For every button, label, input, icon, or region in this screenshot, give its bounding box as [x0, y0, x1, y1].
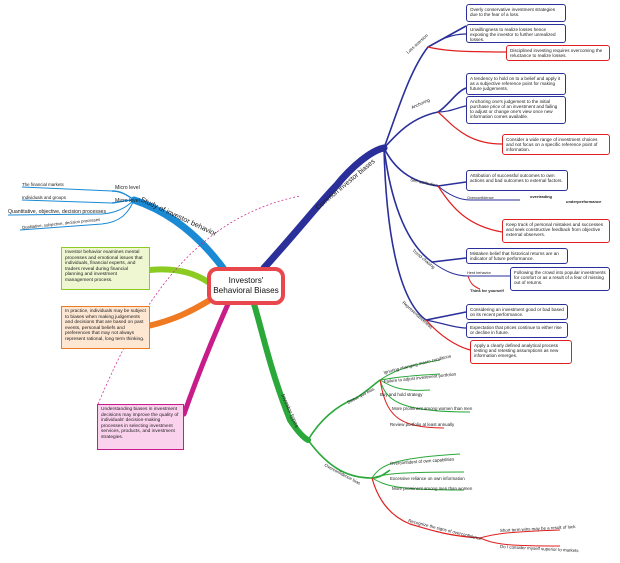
line-anchoring-red	[437, 111, 503, 145]
label-recognize-1: Short term wins may be a result of luck	[500, 524, 577, 533]
line-trend-chasing	[383, 147, 467, 263]
line-ob-item-1	[371, 453, 461, 479]
label-micro-level: Micro level	[115, 185, 140, 191]
line-recognize-2	[479, 537, 561, 547]
label-overconfidence: Overconfidence	[467, 196, 494, 200]
line-loss-aversion-2	[427, 33, 467, 48]
branch-note-practice	[145, 297, 213, 329]
line-self-attribution-red	[437, 185, 503, 233]
label-ob-item-1: Overconfident of own capabilities	[390, 456, 455, 466]
branch-common-investor-biases	[260, 144, 388, 272]
line-sq-item-4	[379, 379, 471, 413]
line-financial-markets	[21, 186, 113, 192]
label-recognize-2: Do I consider myself superior to markets	[500, 544, 580, 553]
branch-study-of-investor-behavior	[130, 196, 230, 276]
label-self-attribution: Self attribution	[410, 177, 439, 188]
label-sq-item-4: More prominent among women than men	[392, 406, 473, 411]
box-representativeness-2: Expectation that prices continue to eith…	[466, 322, 568, 338]
line-representativeness-2	[425, 319, 467, 329]
line-anchoring-2	[437, 105, 467, 113]
line-think-for-yourself	[467, 275, 481, 290]
line-self-attribution	[383, 147, 467, 187]
line-ob-item-3	[371, 477, 465, 491]
label-sq-item-3: Buy and hold strategy	[380, 392, 423, 397]
label-herd-behavior: Herd behavior	[467, 271, 492, 275]
note-investor-behavior: Investor behavior examines mental proces…	[61, 247, 150, 290]
line-anchoring	[383, 87, 467, 149]
line-herd-behavior	[431, 261, 510, 277]
label-representativeness: Representativeness	[401, 300, 434, 330]
label-sq-red: Review portfolio at least annually	[390, 422, 455, 427]
line-sq-item-3	[379, 379, 431, 391]
box-trend-chasing-2: Following the crowd into popular investm…	[510, 267, 610, 291]
line-micro-level	[111, 190, 135, 201]
line-quantitative	[7, 199, 135, 216]
label-qualitative: Qualitative, subjective, decision proces…	[22, 217, 101, 230]
note-in-practice: In practice, individuals may be subject …	[61, 306, 150, 349]
label-quantitative: Quantitative, objective, decision proces…	[8, 209, 106, 215]
box-self-attribution-red: Keep track of personal mistakes and succ…	[502, 219, 610, 243]
central-topic: Investors' Behavioral Biases	[207, 267, 285, 305]
line-loss-aversion	[383, 25, 467, 149]
line-micro-level-2	[111, 199, 135, 204]
branch-investor-types	[251, 301, 311, 443]
label-overconfidence-bias: Overconfidence bias	[324, 462, 362, 486]
line-ob-item-2	[371, 471, 465, 479]
label-trend-chasing: Trend-chasing	[411, 248, 436, 270]
label-think-for-yourself: Think for yourself	[470, 288, 504, 293]
box-anchoring-1: A tendency to hold on to a belief and ap…	[466, 73, 566, 95]
label-ob-item-3: More prominent among men than women	[392, 486, 473, 491]
branch-note-behavior	[147, 266, 211, 285]
label-micro-level-2: Micro level	[115, 198, 140, 204]
box-loss-aversion-1: Overly conservative investment strategie…	[466, 4, 566, 22]
line-recognize-1	[479, 529, 561, 539]
box-anchoring-2: Anchoring one's judgement to the initial…	[466, 96, 566, 124]
line-sq-item-2	[379, 373, 441, 381]
label-recognize: Recognize the signs of overconfidence	[408, 518, 483, 541]
dashed-relationship	[97, 195, 301, 405]
line-sq-red	[379, 379, 445, 429]
line-representativeness	[383, 147, 467, 321]
box-anchoring-red: Consider a wide range of investment choi…	[502, 134, 610, 155]
box-representativeness-red: Apply a clearly defined analytical proce…	[470, 340, 572, 364]
label-status-quo-bias: Status quo bias	[346, 386, 376, 405]
label-anchoring: Anchoring	[410, 97, 431, 110]
line-recognize	[371, 477, 481, 539]
line-overconfidence-bias	[307, 439, 391, 479]
note-understanding-biases: Understanding biases in investment decis…	[97, 404, 184, 450]
label-sq-item-1: Ignoring changing macro conditions	[383, 353, 452, 375]
label-sq-item-2: Failure to adjust investment portfolios	[384, 371, 458, 384]
label-financial-markets: The financial markets	[22, 182, 65, 187]
box-loss-aversion-red: Disciplined investing requires overcomin…	[506, 45, 610, 61]
label-individuals-groups: Individuals and groups	[22, 195, 67, 200]
line-individuals-groups	[21, 199, 113, 204]
branch-note-understanding	[181, 301, 231, 417]
box-self-attribution-1: Attribution of successful outcomes to ow…	[466, 170, 568, 191]
label-study-of-investor-behavior: Study of investor behavior	[139, 195, 219, 239]
label-underperformance: underperformance	[566, 199, 602, 204]
box-representativeness-1: Considering an investment good or bad ba…	[466, 304, 568, 320]
label-overtrading: overtrading	[530, 194, 553, 199]
line-status-quo-bias	[307, 379, 381, 441]
line-sq-item-1	[379, 359, 441, 381]
box-trend-chasing-1: Mistaken belief that historical returns …	[466, 248, 568, 264]
line-representativeness-red	[425, 319, 471, 351]
box-loss-aversion-2: Unwillingness to realize losses hence ex…	[466, 24, 566, 43]
line-loss-aversion-red	[427, 46, 507, 53]
label-common-investor-biases: Common investor biases	[315, 158, 377, 212]
line-overconfidence	[437, 185, 520, 201]
line-qualitative	[19, 199, 135, 231]
label-ob-item-2: Excessive reliance on own information	[390, 476, 465, 481]
